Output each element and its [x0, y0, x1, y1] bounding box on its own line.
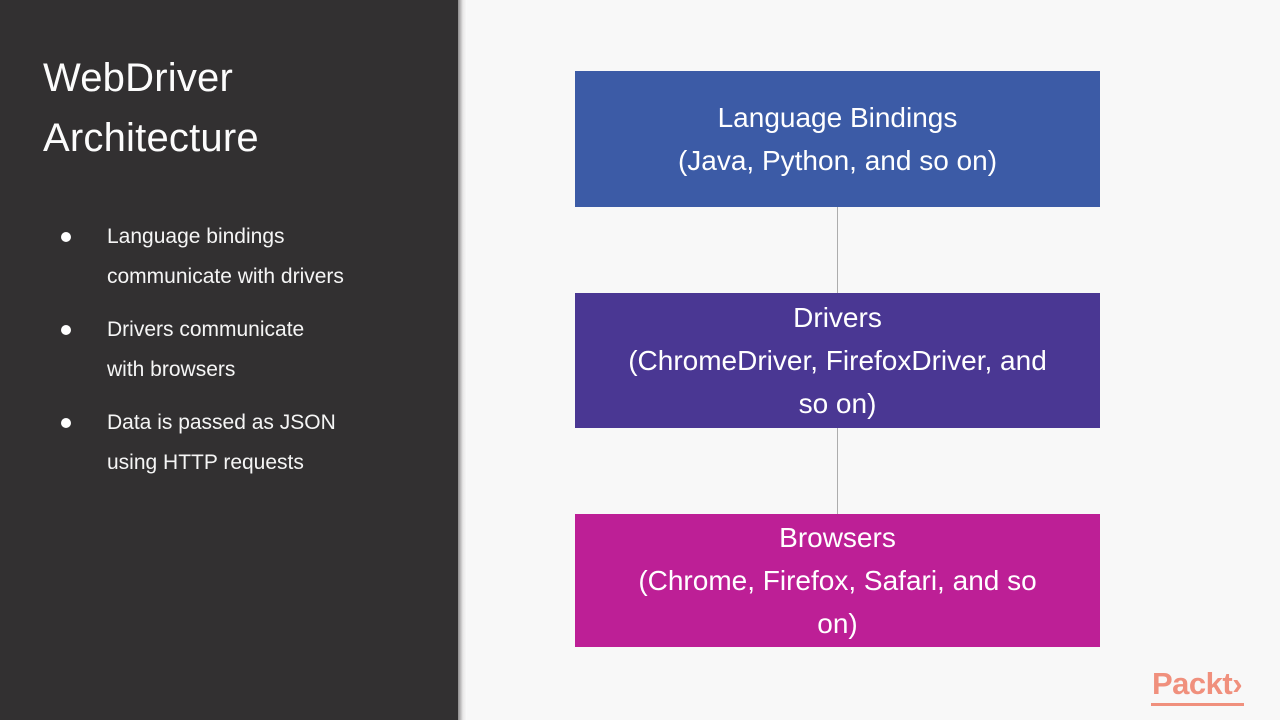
box-text-line: (Chrome, Firefox, Safari, and so	[638, 565, 1037, 596]
bullet-text-line: using HTTP requests	[107, 451, 304, 474]
box-text-line: (ChromeDriver, FirefoxDriver, and	[628, 345, 1047, 376]
box-text-line: (Java, Python, and so on)	[677, 145, 998, 176]
box-text-line: Language Bindings	[717, 102, 958, 133]
bullet-list: Language bindings communicate with drive…	[60, 217, 410, 496]
box-text-line: so on)	[798, 388, 877, 419]
bullet-dot-icon	[61, 418, 71, 428]
slide-title-line: Architecture	[43, 116, 259, 160]
slide-title: WebDriver Architecture	[43, 48, 383, 168]
bullet-item-json-http: Data is passed as JSON using HTTP reques…	[60, 403, 410, 483]
bullet-text-line: Data is passed as JSON	[107, 411, 336, 434]
connector-line-bottom	[837, 428, 838, 514]
bullet-dot-icon	[61, 325, 71, 335]
connector-line-top	[837, 207, 838, 293]
box-text-line: on)	[817, 608, 858, 639]
bullet-text-line: communicate with drivers	[107, 265, 344, 288]
packt-logo: Packt›	[1151, 667, 1245, 706]
slide-title-line: WebDriver	[43, 56, 233, 100]
box-text-line: Browsers	[779, 522, 896, 553]
bullet-item-language-bindings: Language bindings communicate with drive…	[60, 217, 410, 297]
sidebar-edge-shadow	[458, 0, 467, 720]
bullet-text-line: Language bindings	[107, 225, 285, 248]
diagram-box-browsers: Browsers (Chrome, Firefox, Safari, and s…	[575, 514, 1100, 647]
bullet-text-line: Drivers communicate	[107, 318, 305, 341]
sidebar: WebDriver Architecture Language bindings…	[0, 0, 458, 720]
box-text-line: Drivers	[793, 302, 882, 333]
bullet-dot-icon	[61, 232, 71, 242]
diagram-box-drivers: Drivers (ChromeDriver, FirefoxDriver, an…	[575, 293, 1100, 428]
bullet-item-drivers: Drivers communicate with browsers	[60, 310, 410, 390]
diagram-box-language-bindings: Language Bindings (Java, Python, and so …	[575, 71, 1100, 207]
diagram-area: Language Bindings (Java, Python, and so …	[467, 0, 1280, 720]
bullet-text-line: with browsers	[107, 358, 236, 381]
